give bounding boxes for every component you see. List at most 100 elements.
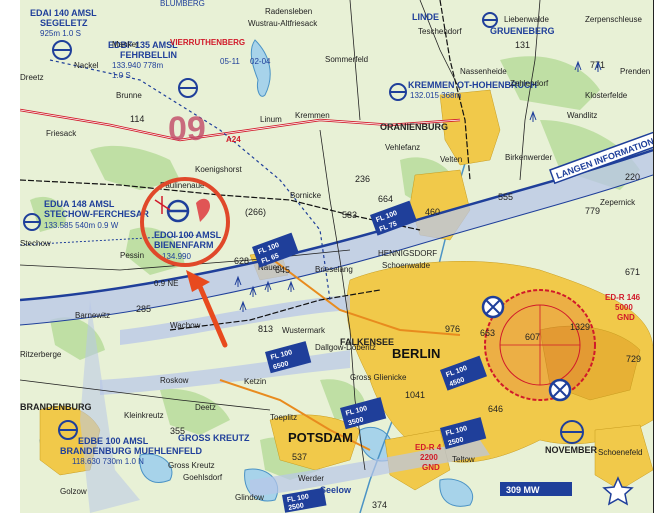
restricted-label-edr4: ED-R 4 2200 GND <box>415 443 442 472</box>
elevation-label: 664 <box>378 194 393 204</box>
place-label: Pessin <box>120 251 144 260</box>
place-label: Goehlsdorf <box>183 473 223 482</box>
elevation-label: 729 <box>626 354 641 364</box>
airfield-segeletz[interactable]: EDAI 140 AMSL SEGELETZ 925m 1.0 S <box>30 8 97 60</box>
fl-box-1: FL 100 FL 75 <box>370 200 417 236</box>
place-label: Velten <box>440 155 462 164</box>
place-label: Roskow <box>160 376 189 385</box>
pointer-arrow <box>186 270 228 348</box>
place-labels: Manker VIERRUTHENBERG Radensleben Wustra… <box>20 7 650 502</box>
elevation-label: 628 <box>234 256 249 266</box>
airfield-name: EDOI 100 AMSL <box>154 230 222 240</box>
airfield-kremmen[interactable]: KREMMEN OT-HOHENBRUCH 132.015 368m <box>389 80 537 101</box>
svg-text:5000: 5000 <box>615 303 633 312</box>
elevation-label: 236 <box>355 174 370 184</box>
airfield-fehrbellin[interactable]: EDBF 135 AMSL FEHRBELLIN 133.940 778m 1.… <box>108 40 198 98</box>
place-label: GROSS KREUTZ <box>178 433 250 443</box>
place-label: ORANIENBURG <box>380 122 448 132</box>
left-margin <box>0 0 21 513</box>
fl-bottom: 2500 <box>447 436 464 447</box>
chart-canvas[interactable]: EDAI 140 AMSL SEGELETZ 925m 1.0 S EDBF 1… <box>19 0 661 513</box>
airfield-detail: 118.630 730m 1.0 N <box>72 457 144 466</box>
fl-bottom: 3500 <box>347 416 364 427</box>
airfield-detail: 133.940 778m <box>112 61 163 70</box>
airfield-detail: 134.990 <box>162 252 191 261</box>
place-label: Friesack <box>46 129 77 138</box>
elevation-label: 607 <box>525 332 540 342</box>
elevation-labels: 114 236 664 460 555 (266) 583 628 645 28… <box>130 40 641 510</box>
mw-banner: 309 MW <box>500 482 572 496</box>
elevation-label: 460 <box>425 207 440 217</box>
place-label: Dallgow-Doberitz <box>315 343 376 352</box>
place-label: Bornicke <box>290 191 322 200</box>
elevation-label: (266) <box>245 207 266 217</box>
place-label: Nackel <box>74 61 99 70</box>
fl-box-4: FL 100 4500 <box>440 355 487 391</box>
road-layer <box>19 0 541 471</box>
restricted-label-edr146: ED-R 146 5000 GND <box>605 293 641 322</box>
elevation-label: 537 <box>292 452 307 462</box>
elevation-label: 663 <box>480 328 495 338</box>
airfield-name: EDAI 140 AMSL <box>30 8 97 18</box>
elevation-label: 645 <box>275 265 290 275</box>
place-label: LINDE <box>412 12 439 22</box>
elevation-label: 220 <box>625 172 640 182</box>
fl-bottom: 2500 <box>288 502 305 512</box>
glider-icon <box>154 196 171 214</box>
place-label: GRUENEBERG <box>490 26 555 36</box>
airfield-detail: 925m 1.0 S <box>40 29 81 38</box>
elevation-label: 355 <box>170 426 185 436</box>
airfield-place: FEHRBELLIN <box>120 50 177 60</box>
place-label: Dreetz <box>20 73 44 82</box>
reporting-label: 0.9 NE <box>154 279 178 288</box>
airfield-stechow[interactable]: EDUA 148 AMSL STECHOW-FERCHESAR 133.585 … <box>23 199 149 231</box>
place-label: Wustermark <box>282 326 326 335</box>
airfield-name: EDBF 135 AMSL <box>108 40 178 50</box>
svg-text:ED-R 4: ED-R 4 <box>415 443 442 452</box>
airport-symbol-oranienburg <box>482 12 498 28</box>
elevation-label: 976 <box>445 324 460 334</box>
place-label: Kremmen <box>295 111 330 120</box>
svg-text:GND: GND <box>617 313 635 322</box>
sector-label: 02-04 <box>250 57 271 66</box>
elevation-label: 555 <box>498 192 513 202</box>
place-label: BERLIN <box>392 346 440 361</box>
airfield-bienenfarm[interactable]: EDOI 100 AMSL BIENENFARM 134.990 <box>154 196 222 261</box>
aeronautical-chart[interactable]: EDAI 140 AMSL SEGELETZ 925m 1.0 S EDBF 1… <box>19 0 661 513</box>
right-margin <box>653 0 666 513</box>
place-label: Wandlitz <box>567 111 597 120</box>
fl-top: FL 100 <box>286 493 309 504</box>
place-label: FALKENSEE <box>340 337 394 347</box>
place-label: Kleinkreutz <box>124 411 164 420</box>
airfield-name: EDBE 100 AMSL <box>78 436 149 446</box>
place-label: Ketzin <box>244 377 266 386</box>
place-label: Gross Kreutz <box>168 461 215 470</box>
place-label: Gross Glienicke <box>350 373 407 382</box>
elevation-label: 583 <box>342 210 357 220</box>
fl-box-6: FL 100 2500 <box>440 417 487 450</box>
place-label: Deetz <box>195 403 216 412</box>
place-label: Barnewitz <box>75 311 110 320</box>
airfield-brandenburg[interactable]: EDBE 100 AMSL BRANDENBURG MUEHLENFELD 11… <box>58 420 202 466</box>
svg-text:309 MW: 309 MW <box>506 485 540 495</box>
place-label: Zerpenschleuse <box>585 15 642 24</box>
place-label: Radensleben <box>265 7 312 16</box>
place-label: Nauen <box>258 263 282 272</box>
airfield-place: BIENENFARM <box>154 240 214 250</box>
fl-bottom: 6500 <box>272 360 289 371</box>
reporting-label: BLUMBERG <box>160 0 205 8</box>
elevation-label: 779 <box>585 206 600 216</box>
airfield-extra: 1.0 S <box>112 71 131 80</box>
svg-text:ED-R 146: ED-R 146 <box>605 293 641 302</box>
airport-symbol-tempelhof <box>548 378 572 402</box>
elevation-label: 131 <box>515 40 530 50</box>
place-label: Teschendorf <box>418 27 462 36</box>
airfield-place: SEGELETZ <box>40 18 88 28</box>
place-label: Teltow <box>452 455 475 464</box>
place-label: VIERRUTHENBERG <box>170 38 245 47</box>
place-label: Birkenwerder <box>505 153 552 162</box>
elevation-label: 1041 <box>405 390 425 400</box>
airport-symbol-schoenefeld <box>560 420 584 444</box>
elevation-label: 1329 <box>570 322 590 332</box>
